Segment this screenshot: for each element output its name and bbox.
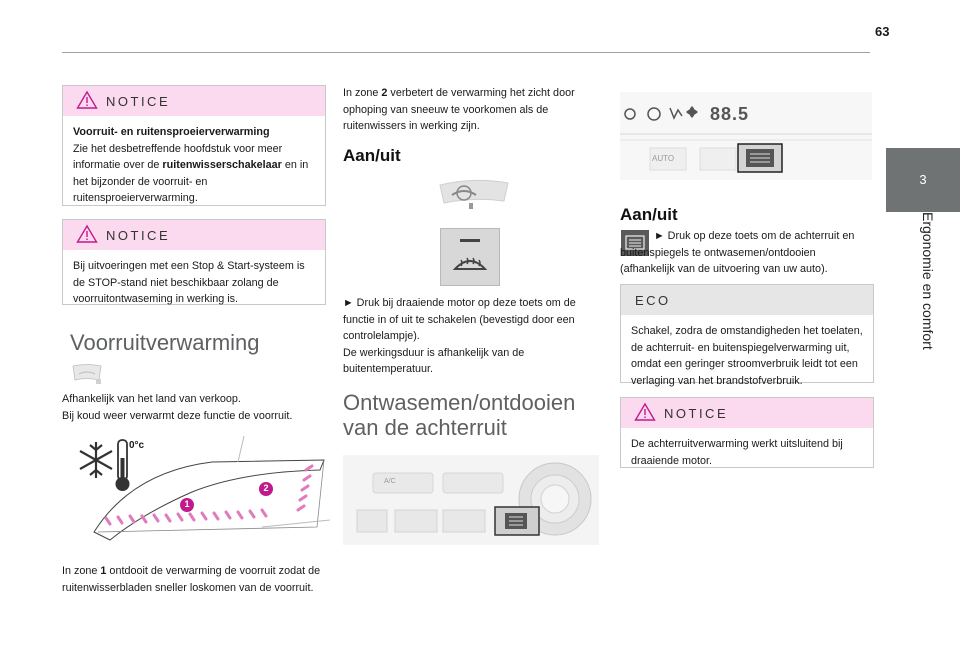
zone-1-text-a: In zone [62,565,101,577]
zone-1-label: 1 [184,499,190,509]
zone-2-text: In zone 2 verbetert de verwarming het zi… [343,85,603,135]
notice-body: Bij uitvoeringen met een Stop & Start-sy… [73,260,305,305]
notice-header: NOTICE [621,398,873,428]
zone-2-text-b: verbetert de verwarming het zicht door o… [343,87,575,132]
zone-2-marker [259,482,273,496]
instruction-windscreen: ► Druk bij draaiende motor op deze toets… [343,297,576,375]
chapter-tab[interactable] [886,148,960,212]
thermometer-icon [115,439,130,491]
temp-label: 0°c [129,440,145,451]
notice-bold-title: Voorruit- en ruitensproeierverwarming [73,126,270,138]
instruction-rear: ► Druk op deze toets om de achterruit en… [620,230,855,275]
notice-header: NOTICE [63,86,325,116]
zone-1-number: 1 [100,565,107,577]
chapter-title: Ergonomie en comfort [920,212,936,350]
warning-icon [76,224,98,243]
zone-1-marker [180,498,194,512]
zone-2-number: 2 [381,87,388,99]
heading-on-off: Aan/uit [343,146,401,165]
notice-bold-term: ruitenwisserschakelaar [162,159,282,171]
zone-1-text: In zone 1 ontdooit de verwarming de voor… [62,563,328,596]
eco-box: ECO Schakel, zodra de omstandigheden het… [620,284,874,387]
console-illustration [343,455,599,545]
notice-label: NOTICE [106,94,171,109]
notice-box-1: NOTICE Voorruit- en ruitensproeierverwar… [62,85,326,206]
intro-text: Afhankelijk van het land van verkoop. Bi… [62,393,293,422]
section-title-rear-defrost: Ontwasemen/ontdooien van de achterruit [343,390,576,440]
warning-icon [76,90,98,109]
snowflake-icon [79,442,113,478]
rear-defrost-icon [625,235,645,250]
warning-icon [634,402,656,421]
windscreen-heating-small-icon [72,364,102,384]
zone-2-label: 2 [263,483,269,493]
page-number: 63 [875,24,890,39]
notice-label: NOTICE [106,228,171,243]
notice-label: NOTICE [664,406,729,421]
notice-body: De achterruitverwarming werkt uitsluiten… [631,438,843,467]
eco-label: ECO [635,293,671,308]
panel-auto-label: AUTO [652,154,675,163]
rear-defrost-button[interactable] [621,230,649,256]
notice-box-3: NOTICE De achterruitverwarming werkt uit… [620,397,874,468]
section-title-windscreen-heating: Voorruitverwarming [70,330,260,355]
windscreen-illustration [79,435,330,541]
eco-body: Schakel, zodra de omstandigheden het toe… [631,325,863,387]
heading-on-off-rear: Aan/uit [620,205,678,224]
zone-1-text-b: ontdooit de verwarming de voorruit zodat… [62,565,321,594]
header-rule [62,52,870,53]
zone-2-text-a: In zone [343,87,382,99]
panel-display: 88.5 [710,104,750,124]
notice-box-2: NOTICE Bij uitvoeringen met een Stop & S… [62,219,326,305]
eco-header: ECO [621,285,873,315]
notice-text-continued: en in het bijzonder de voorruit- en ruit… [73,159,309,204]
notice-text: Zie het desbetreffende hoofdstuk voor me… [73,142,283,172]
chapter-number: 3 [919,172,927,187]
windscreen-defrost-button[interactable] [440,228,500,286]
windscreen-defrost-icon [452,239,488,270]
notice-header: NOTICE [63,220,325,250]
notice-body: Voorruit- en ruitensproeierverwarming Zi… [63,116,325,215]
climate-panel-illustration [620,92,872,180]
windscreen-gray-icon [439,179,509,209]
panel-ac-label: A/C [384,478,396,485]
